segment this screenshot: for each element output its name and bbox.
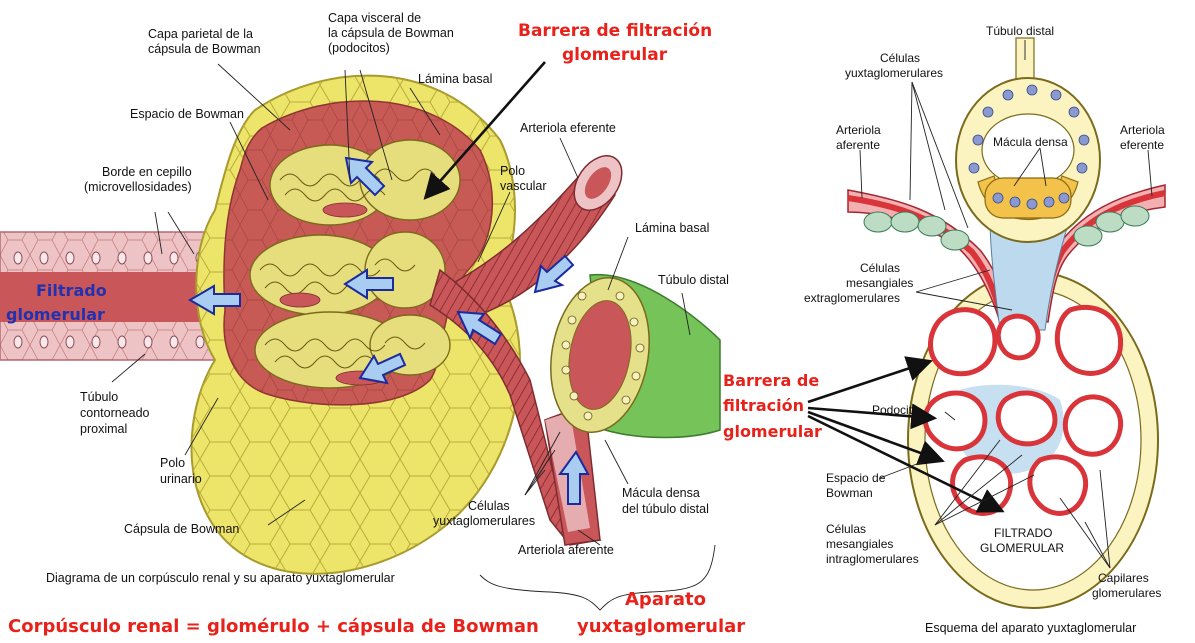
label-capsula-bowman: Cápsula de Bowman xyxy=(124,522,239,536)
label-macula-densa: Mácula densa xyxy=(622,486,700,500)
label-polo-urinario: Polo xyxy=(160,456,185,470)
r-label-podocito: Podocito xyxy=(872,403,919,417)
label-capa-visceral: Capa visceral de xyxy=(328,11,421,25)
label-capa-parietal: Capa parietal de la xyxy=(148,27,253,41)
svg-text:intraglomerulares: intraglomerulares xyxy=(826,552,919,566)
label-polo-vascular: Polo xyxy=(500,164,525,178)
r-label-arteriola-eferente: Arteriola xyxy=(1120,123,1165,137)
right-caption: Esquema del aparato yuxtaglomerular xyxy=(925,621,1136,635)
r-barrier-title-3: glomerular xyxy=(723,422,822,441)
svg-text:urinario: urinario xyxy=(160,472,202,486)
svg-text:(microvellosidades): (microvellosidades) xyxy=(84,180,192,194)
label-tubulo-distal: Túbulo distal xyxy=(658,273,729,287)
svg-text:la cápsula de Bowman: la cápsula de Bowman xyxy=(328,26,454,40)
svg-text:cápsula de Bowman: cápsula de Bowman xyxy=(148,42,261,56)
r-label-mesangiales-intra: Células xyxy=(826,522,866,536)
distal-tubule xyxy=(539,270,720,440)
label-borde-cepillo: Borde en cepillo xyxy=(102,165,192,179)
svg-text:glomerulares: glomerulares xyxy=(1092,586,1161,600)
right-illustration: Túbulo distal Células yuxtaglomerulares … xyxy=(723,24,1165,635)
svg-text:yuxtaglomerulares: yuxtaglomerulares xyxy=(845,66,943,80)
aparato-title-line2: yuxtaglomerular xyxy=(577,616,745,637)
label-celulas-yuxta: Células xyxy=(468,499,510,513)
svg-text:(podocitos): (podocitos) xyxy=(328,41,390,55)
svg-text:yuxtaglomerulares: yuxtaglomerulares xyxy=(433,514,535,528)
corpusculo-renal-title: Corpúsculo renal = glomérulo + cápsula d… xyxy=(8,616,539,637)
r-label-macula-densa: Mácula densa xyxy=(993,135,1068,149)
left-caption: Diagrama de un corpúsculo renal y su apa… xyxy=(46,571,395,585)
r-label-filtrado: FILTRADO xyxy=(994,526,1052,540)
r-label-tubulo-distal: Túbulo distal xyxy=(986,24,1054,38)
label-arteriola-aferente: Arteriola aferente xyxy=(518,543,614,557)
filtrate-label-line1: Filtrado xyxy=(36,281,107,300)
label-espacio-bowman: Espacio de Bowman xyxy=(130,107,244,121)
svg-text:eferente: eferente xyxy=(1120,138,1164,152)
r-label-celulas-yuxta: Células xyxy=(880,51,920,65)
svg-text:contorneado: contorneado xyxy=(80,406,150,420)
filtrate-label-line2: glomerular xyxy=(6,305,105,324)
svg-text:proximal: proximal xyxy=(80,422,127,436)
barrier-title-line1: Barrera de filtración xyxy=(518,21,712,41)
svg-text:vascular: vascular xyxy=(500,179,547,193)
label-arteriola-eferente: Arteriola eferente xyxy=(520,121,616,135)
svg-text:mesangiales: mesangiales xyxy=(846,276,913,290)
svg-text:Bowman: Bowman xyxy=(826,486,873,500)
left-illustration: Capa parietal de la cápsula de Bowman Ca… xyxy=(0,11,745,637)
r-label-arteriola-aferente: Arteriola xyxy=(836,123,881,137)
r-barrier-title-2: filtración xyxy=(723,396,804,415)
svg-text:extraglomerulares: extraglomerulares xyxy=(804,291,900,305)
r-label-mesangiales-extra: Células xyxy=(860,261,900,275)
svg-text:mesangiales: mesangiales xyxy=(826,537,893,551)
svg-text:GLOMERULAR: GLOMERULAR xyxy=(980,541,1064,555)
svg-text:del túbulo distal: del túbulo distal xyxy=(622,502,709,516)
label-lamina-basal-top: Lámina basal xyxy=(418,72,492,86)
r-barrier-title-1: Barrera de xyxy=(723,371,819,390)
r-label-espacio-bowman: Espacio de xyxy=(826,471,886,485)
label-lamina-basal-right: Lámina basal xyxy=(635,221,709,235)
label-tubulo-contorneado: Túbulo xyxy=(80,390,118,404)
barrier-title-line2: glomerular xyxy=(562,45,668,65)
r-label-capilares: Capilares xyxy=(1098,571,1149,585)
aparato-title-line1: Aparato xyxy=(625,589,706,610)
svg-text:aferente: aferente xyxy=(836,138,880,152)
